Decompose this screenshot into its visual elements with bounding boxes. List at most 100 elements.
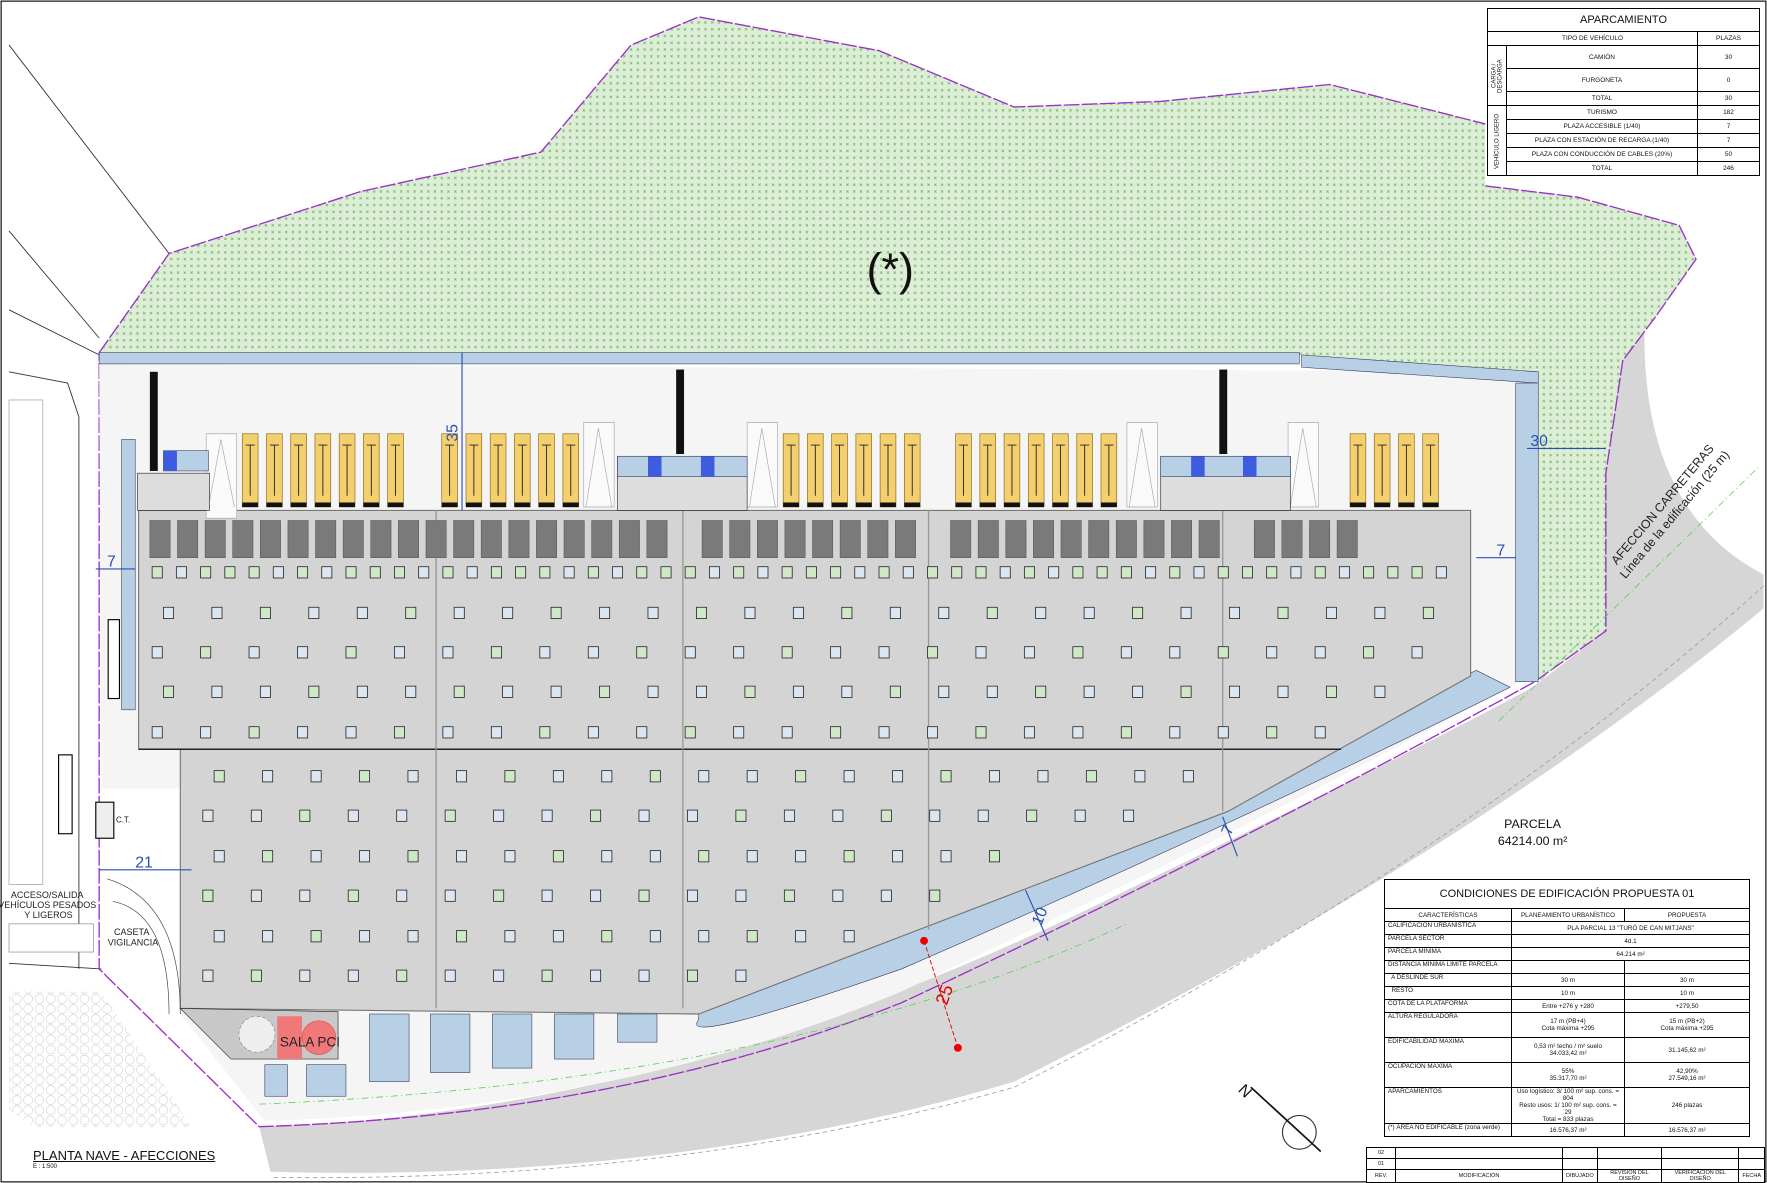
skylight (356, 685, 368, 698)
skylight (347, 809, 359, 822)
skylight (843, 850, 855, 863)
skylight (202, 969, 214, 982)
truck (1027, 433, 1045, 508)
skylight (151, 646, 163, 659)
skylight (1290, 566, 1302, 579)
header-planning: PLANEAMIENTO URBANÍSTICO (1511, 908, 1625, 922)
row-type: PLAZA CON ESTACIÓN DE RECARGA (1/40) (1506, 133, 1698, 148)
skylight (781, 566, 793, 579)
skylight (151, 726, 163, 739)
skylight (744, 685, 756, 698)
skylight (504, 930, 516, 943)
rack-block (1309, 520, 1331, 558)
sala-pci-label: SALA PCI (280, 1035, 340, 1050)
skylight (163, 606, 174, 619)
skylight (539, 726, 551, 739)
truck (363, 433, 380, 508)
skylight (830, 726, 842, 739)
skylight (660, 566, 672, 579)
header-vehicle-type: TIPO DE VEHÍCULO (1487, 31, 1698, 46)
skylight (1363, 566, 1375, 579)
skylight (1314, 726, 1326, 739)
truck (1398, 433, 1415, 508)
row-places: 30 (1697, 91, 1760, 106)
skylight (746, 770, 758, 783)
truck (904, 433, 921, 508)
row-places: 182 (1697, 105, 1760, 120)
dock-ramp (583, 422, 615, 508)
rack-block (370, 520, 392, 558)
skylight (696, 685, 707, 698)
skylight (456, 850, 467, 863)
rack-block (260, 520, 281, 558)
skylight (1217, 726, 1229, 739)
skylight (394, 726, 405, 739)
skylight (986, 685, 998, 698)
skylight (563, 566, 575, 579)
skylight (986, 606, 998, 619)
skylight (687, 969, 698, 982)
parking-bay (264, 1064, 288, 1097)
rack-block (425, 520, 447, 558)
skylight (1182, 770, 1194, 783)
external-road-lines (8, 44, 170, 970)
skylight (647, 606, 659, 619)
skylight (927, 726, 938, 739)
skylight (892, 770, 904, 783)
truck (514, 433, 531, 508)
skylight (1134, 770, 1146, 783)
skylight (783, 889, 795, 902)
condition-value: 17 m (PB+4) Cota máxima +295 (1511, 1012, 1625, 1038)
truck (441, 433, 458, 508)
revision-header: VERIFICACIÓN DEL DISEÑO (1661, 1169, 1740, 1183)
row-places: 246 (1697, 161, 1760, 176)
skylight (638, 889, 650, 902)
truck (562, 433, 580, 508)
skylight (539, 646, 551, 659)
skylight (733, 726, 745, 739)
skylight (490, 726, 502, 739)
conditions-title: CONDICIONES DE EDIFICACIÓN PROPUESTA 01 (1384, 879, 1750, 909)
skylight-grid (149, 520, 1447, 982)
dim-30: 30 (1530, 433, 1548, 450)
parking-bay (554, 1013, 595, 1060)
rack-block (536, 520, 557, 558)
dim-7-left: 7 (107, 554, 116, 571)
skylight (250, 809, 262, 822)
skylight (1096, 566, 1108, 579)
skylight (405, 685, 417, 698)
truck (782, 433, 800, 508)
skylight (687, 809, 698, 822)
skylight (550, 685, 562, 698)
skylight (636, 566, 648, 579)
dimension-lines (95, 352, 1606, 941)
skylight (299, 969, 311, 982)
skylight (590, 889, 602, 902)
rack-block (1088, 520, 1110, 558)
green-zone-mark: (*) (866, 244, 914, 295)
rack-block (784, 520, 806, 558)
condition-value: Uso logístico: 3/ 100 m² sup. cons. = 80… (1511, 1087, 1625, 1124)
building-conditions-table: CONDICIONES DE EDIFICACIÓN PROPUESTA 01 … (1384, 879, 1750, 1137)
skylight (444, 889, 456, 902)
skylight (1242, 566, 1253, 579)
skylight (830, 566, 842, 579)
skylight (250, 969, 262, 982)
rack-block (315, 520, 337, 558)
skylight (297, 646, 309, 659)
skylight (1266, 566, 1278, 579)
skylight (1132, 685, 1144, 698)
skylight (1266, 726, 1278, 739)
rev-number: 02 (1366, 1147, 1396, 1159)
condition-value: 30 m (1511, 973, 1625, 987)
skylight (792, 685, 804, 698)
rack-block (1060, 520, 1082, 558)
truck (1076, 433, 1093, 508)
skylight (407, 850, 419, 863)
skylight (175, 566, 187, 579)
skylight (259, 685, 271, 698)
skylight (792, 606, 804, 619)
rack-block (839, 520, 861, 558)
